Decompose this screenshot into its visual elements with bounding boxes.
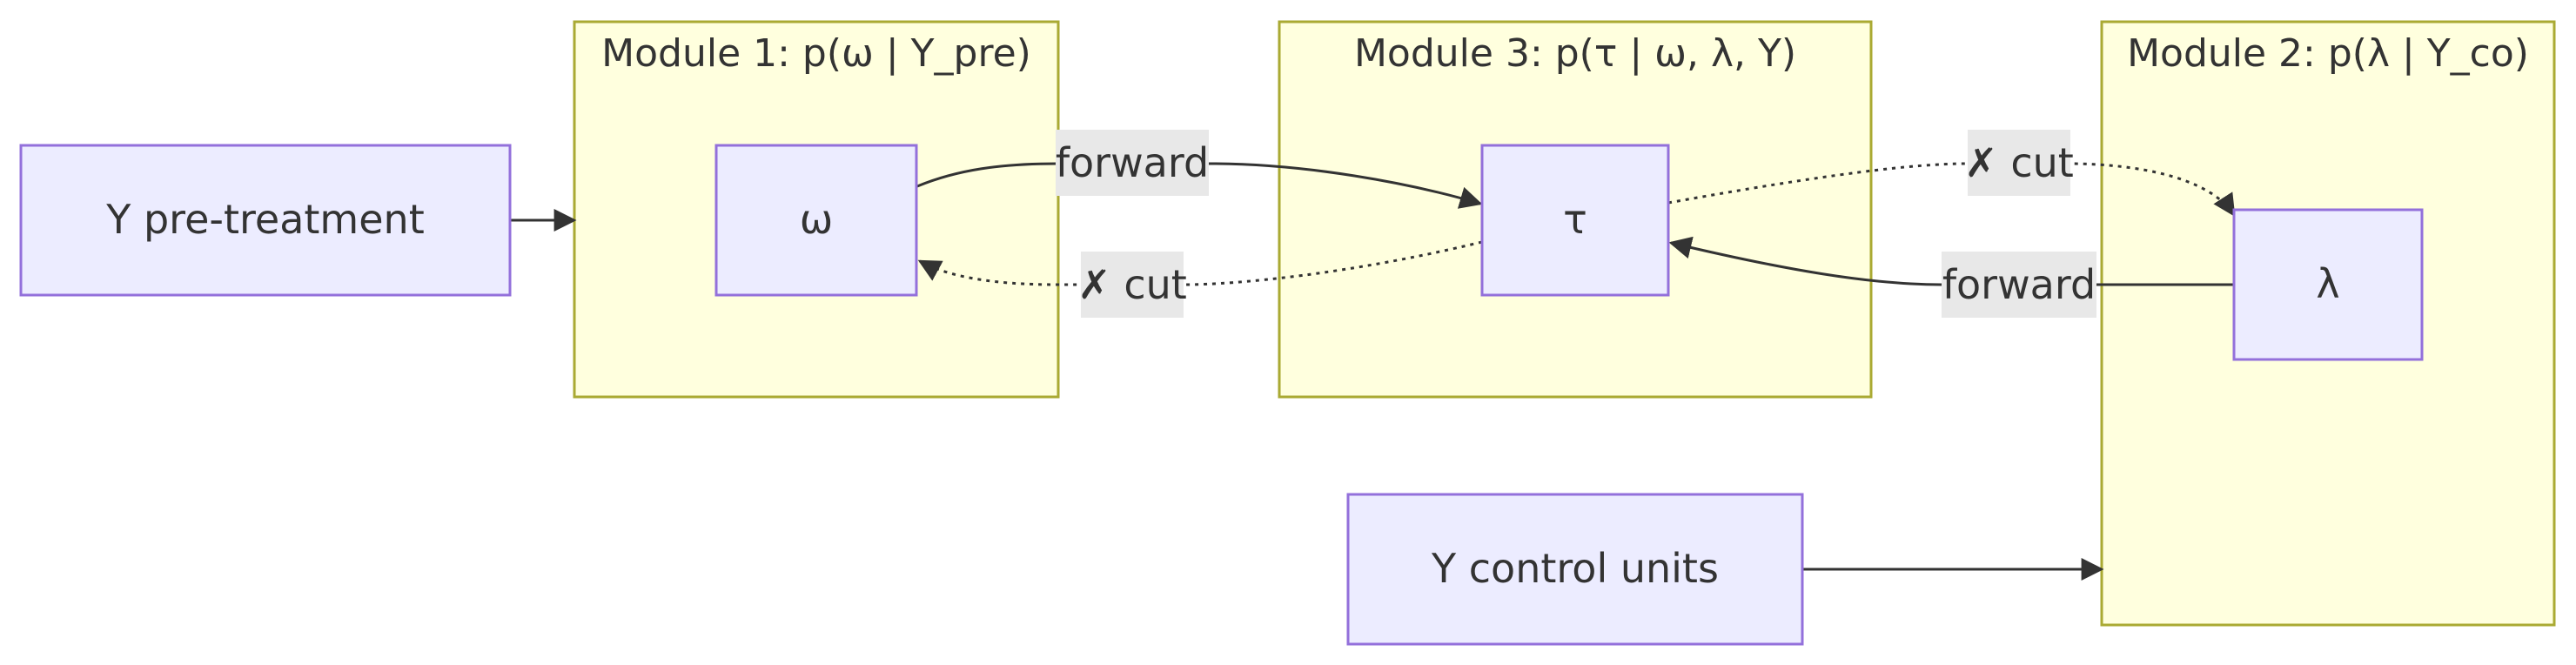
edge-tau-to-omega (917, 240, 1483, 286)
edge-label-lambda-to-tau-bg (1942, 252, 2096, 318)
edge-lambda-to-tau (1668, 236, 2234, 286)
module-3-title: Module 3: p(τ | ω, λ, Y) (1354, 31, 1796, 76)
node-y-pre-treatment-box (19, 144, 512, 297)
edge-label-tau-to-lambda-bg (1968, 130, 2070, 196)
edge-label-tau-to-lambda-text: ✗ cut (1964, 139, 2074, 186)
edge-label-lambda-to-tau: forward (1942, 252, 2096, 318)
node-lambda-label: λ (2316, 260, 2339, 307)
edge-label-tau-to-omega-bg (1081, 252, 1184, 318)
node-y-control-units-box (1346, 493, 1804, 646)
node-omega-label: ω (800, 196, 834, 243)
node-omega: ω (714, 144, 918, 297)
node-lambda: λ (2232, 208, 2424, 361)
edge-label-omega-to-tau: forward (1056, 130, 1209, 196)
module-2-title: Module 2: p(λ | Y_co) (2127, 31, 2529, 76)
node-y-control-units-label: Y control units (1431, 545, 1719, 592)
edge-label-lambda-to-tau-text: forward (1942, 261, 2096, 308)
module-1: Module 1: p(ω | Y_pre) (573, 20, 1060, 399)
edge-tau-to-lambda (1667, 162, 2236, 218)
node-tau-box (1480, 144, 1670, 297)
edge-label-omega-to-tau-bg (1056, 130, 1209, 196)
edge-label-tau-to-omega: ✗ cut (1077, 252, 1187, 318)
node-tau: τ (1480, 144, 1670, 297)
edge-label-tau-to-omega-text: ✗ cut (1077, 261, 1187, 308)
edge-label-tau-to-lambda: ✗ cut (1964, 130, 2074, 196)
node-tau-label: τ (1563, 196, 1587, 243)
node-omega-box (714, 144, 918, 297)
node-y-control-units: Y control units (1346, 493, 1804, 646)
node-y-pre-treatment-label: Y pre-treatment (105, 196, 424, 243)
edge-label-omega-to-tau-text: forward (1056, 139, 1209, 186)
module-1-title: Module 1: p(ω | Y_pre) (601, 31, 1031, 76)
edge-omega-to-tau (916, 162, 1483, 209)
node-y-pre-treatment: Y pre-treatment (19, 144, 512, 297)
node-lambda-box (2232, 208, 2424, 361)
